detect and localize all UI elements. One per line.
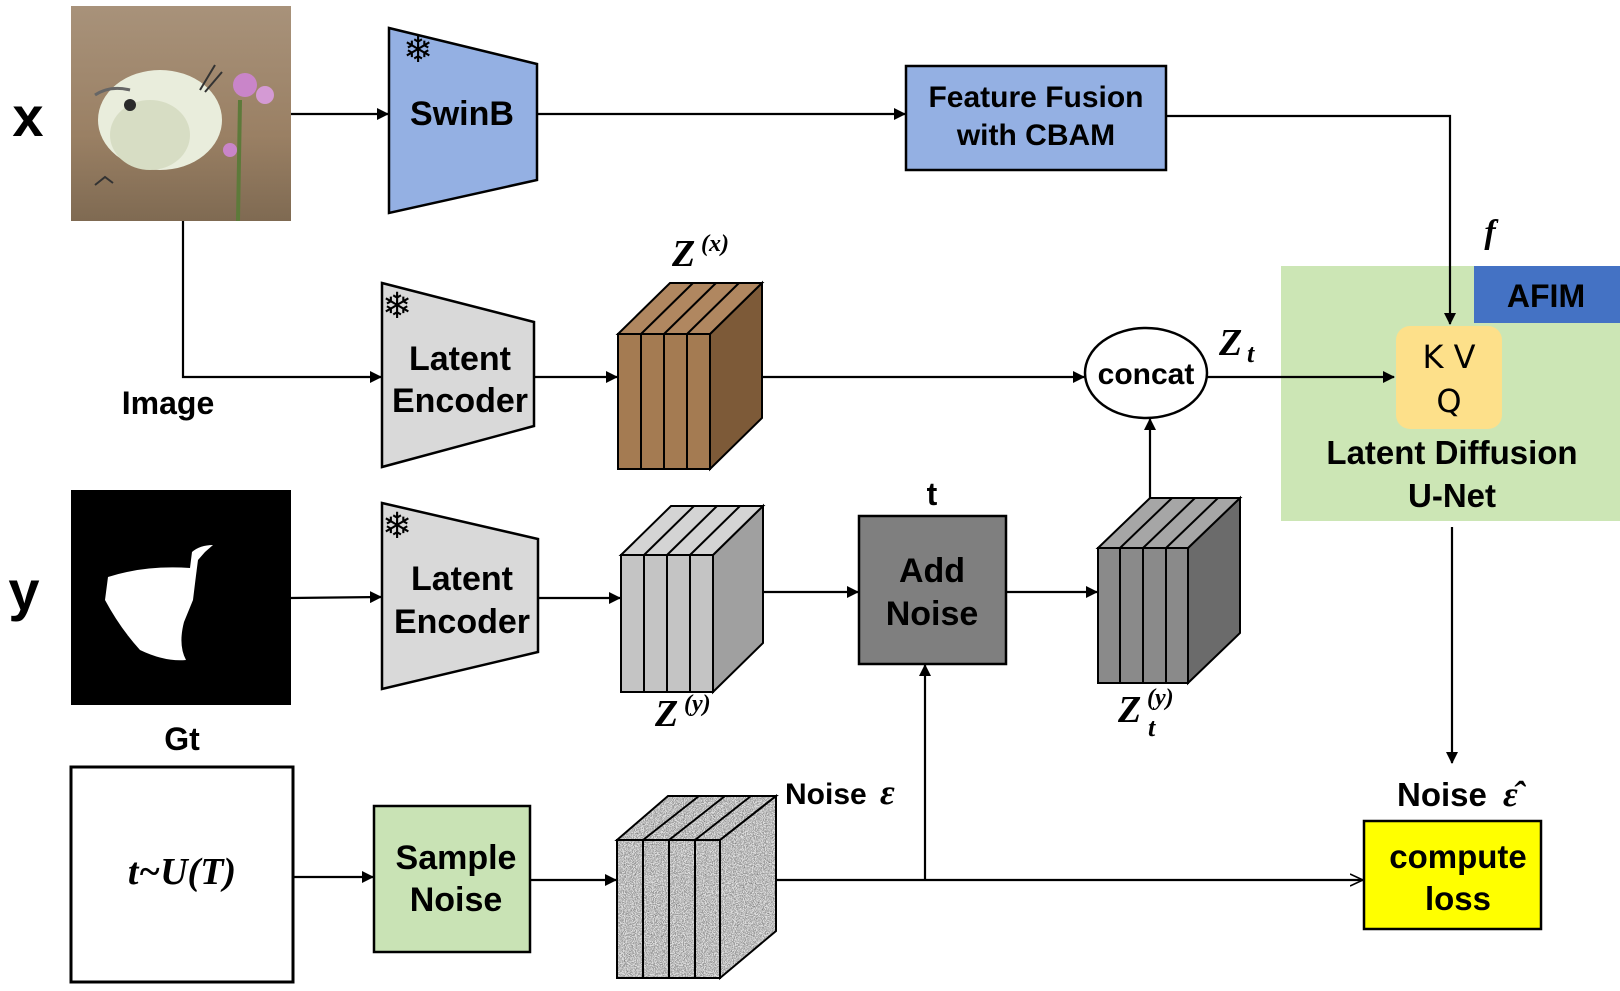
arrow-fusion-to-kv [1166, 114, 1456, 325]
latent-encoder-x-label-2: Encoder [392, 382, 528, 420]
swinb-label: SwinB [410, 95, 514, 133]
svg-text:(x): (x) [701, 231, 729, 257]
timestep-box [69, 765, 295, 984]
t-label: t [927, 476, 938, 512]
zty-cube [1095, 495, 1243, 686]
compute-loss-label-1: compute [1389, 838, 1527, 875]
svg-text:(y): (y) [1147, 685, 1174, 711]
svg-text:Z: Z [1218, 322, 1242, 364]
feature-fusion-label-1: Feature Fusion [928, 81, 1143, 114]
concat-label: concat [1098, 358, 1195, 391]
latent-encoder-y-label-2: Encoder [394, 603, 530, 641]
image-caption: Image [122, 385, 214, 421]
sample-noise-label-1: Sample [396, 839, 517, 877]
kvq-attention-block [1396, 326, 1502, 429]
svg-text:Noise: Noise [785, 778, 867, 811]
zt-symbol: Z t [1218, 322, 1255, 368]
unet-label-2: U-Net [1408, 477, 1496, 514]
flower [233, 73, 257, 97]
swinb-block [387, 26, 539, 215]
svg-text:ε̂: ε̂ [1503, 774, 1527, 814]
y-label: y [8, 559, 39, 622]
svg-text:t: t [1148, 713, 1156, 742]
f-symbol: f [1484, 214, 1499, 251]
svg-text:(y): (y) [684, 691, 711, 717]
afim-tag [1474, 266, 1620, 323]
noise-cube [614, 793, 779, 981]
latent-encoder-x [380, 281, 536, 469]
butterfly-silhouette [105, 545, 213, 661]
frozen-icon: ❄ [382, 505, 412, 546]
zy-cube [618, 503, 766, 695]
zx-symbol: Z (x) [671, 231, 729, 275]
svg-text:Noise: Noise [1397, 776, 1487, 813]
sample-noise-label-2: Noise [410, 881, 503, 919]
add-noise-box [857, 514, 1008, 666]
connectors [181, 108, 1458, 880]
latent-encoder-y [380, 501, 540, 691]
latent-encoder-y-label-1: Latent [411, 560, 513, 598]
arrow-gt-to-encoder [290, 591, 382, 604]
input-image [71, 6, 291, 222]
unet-label-1: Latent Diffusion [1326, 434, 1577, 471]
gt-caption: Gt [164, 721, 200, 757]
compute-loss-label-2: loss [1425, 880, 1491, 917]
svg-text:t: t [1247, 339, 1255, 368]
kv-label: K V [1422, 338, 1475, 376]
latent-encoder-x-label-1: Latent [409, 340, 511, 378]
noise-hat-label: Noise ε̂ [1397, 774, 1527, 814]
frozen-icon: ❄ [382, 285, 412, 326]
sample-noise-box [372, 804, 532, 954]
add-noise-label-2: Noise [886, 595, 979, 633]
svg-text:Z: Z [671, 233, 695, 275]
compute-loss-box [1362, 819, 1543, 931]
add-noise-label-1: Add [899, 552, 965, 590]
x-label: x [12, 85, 43, 148]
svg-text:Z: Z [1117, 689, 1141, 731]
zx-cube [615, 280, 765, 472]
q-label: Q [1436, 382, 1461, 420]
arrow-image-to-encoder [181, 221, 382, 383]
svg-text:ε: ε [880, 772, 895, 812]
frozen-icon: ❄ [403, 29, 433, 70]
feature-fusion-label-2: with CBAM [956, 119, 1115, 152]
afim-label: AFIM [1507, 278, 1585, 314]
gt-mask [71, 490, 291, 705]
timestep-text: t~U(T) [128, 851, 236, 893]
zy-symbol: Z (y) [654, 691, 711, 735]
noise-epsilon-label: Noise ε [785, 772, 895, 812]
svg-text:Z: Z [654, 693, 678, 735]
feature-fusion-box [904, 64, 1168, 172]
zty-symbol: Z (y) t [1117, 685, 1174, 742]
